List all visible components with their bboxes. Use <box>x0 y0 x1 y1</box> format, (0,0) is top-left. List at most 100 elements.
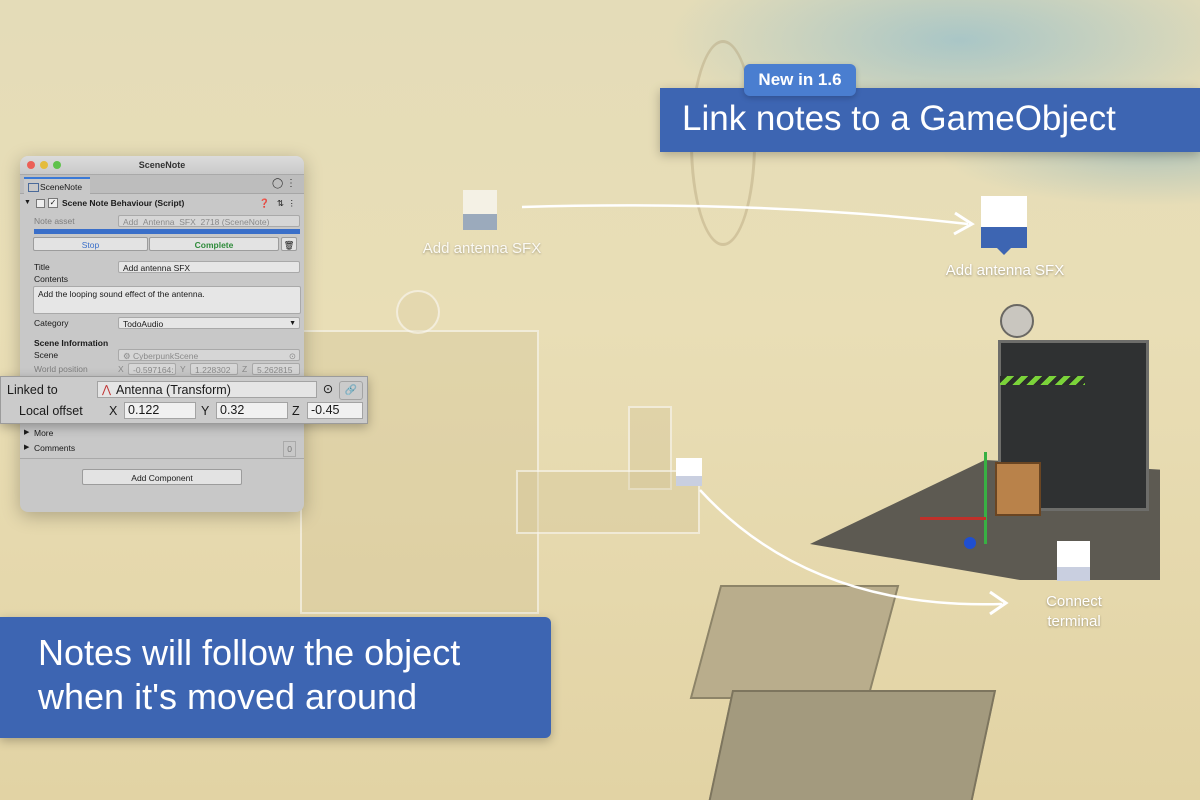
object-picker-icon[interactable]: ⊙ <box>322 382 334 396</box>
category-row: Category TodoAudio ▼ <box>20 316 304 330</box>
more-label: More <box>34 428 54 438</box>
arrow-top <box>521 204 969 226</box>
object-picker-icon[interactable]: ⊙ <box>288 351 296 361</box>
note-asset-field: Add_Antenna_SFX_2718 (SceneNote) <box>118 215 300 227</box>
progress-bar <box>34 229 300 234</box>
scene-label: Scene <box>34 350 59 360</box>
unity-scene-icon: ⚙ <box>123 351 133 361</box>
offset-y-label: Y <box>201 404 210 418</box>
chevron-down-icon: ▼ <box>289 320 296 327</box>
world-y-field: 1.228302 <box>190 363 238 375</box>
gizmo-y-axis <box>984 452 987 544</box>
kebab-menu-icon[interactable]: ⋮ <box>286 178 296 189</box>
arrow-top-head <box>953 211 975 236</box>
offset-z-input[interactable]: -0.45 <box>307 402 363 419</box>
close-button[interactable] <box>27 161 35 169</box>
more-foldout[interactable]: ▶ More <box>20 426 304 440</box>
contents-textarea[interactable]: Add the looping sound effect of the ante… <box>33 286 301 314</box>
ghost-dish <box>396 290 440 334</box>
caption-line-1: Notes will follow the object <box>38 632 461 673</box>
tower-stripe <box>1000 376 1085 385</box>
comments-label: Comments <box>34 443 76 453</box>
lock-icon[interactable]: ◯ <box>272 178 284 189</box>
inspector-window: SceneNote SceneNote ◯ ⋮ ▼ ✓ Scene Note B… <box>20 156 304 512</box>
tab-label: SceneNote <box>40 182 83 192</box>
minimize-button[interactable] <box>40 161 48 169</box>
note-label-terminal: Connect terminal <box>1014 592 1134 632</box>
category-label: Category <box>34 318 69 328</box>
tab-scenenote[interactable]: SceneNote <box>24 177 91 195</box>
unlink-button[interactable]: 🔗 <box>339 381 363 400</box>
linked-to-field[interactable]: ⋀ Antenna (Transform) <box>97 381 317 398</box>
component-title: Scene Note Behaviour (Script) <box>62 198 185 208</box>
note-progress-fill <box>676 476 702 486</box>
world-z-field: 5.262815 <box>252 363 300 375</box>
ghost-pillar <box>628 406 672 490</box>
note-label-ghost: Add antenna SFX <box>422 240 542 257</box>
title-label: Title <box>34 262 50 272</box>
progress-bar-fill <box>34 229 300 234</box>
note-asset-row: Note asset Add_Antenna_SFX_2718 (SceneNo… <box>20 214 304 228</box>
world-y-label: Y <box>180 364 186 374</box>
ghost-platform <box>516 470 700 534</box>
scene-row: Scene ⚙ CyberpunkScene ⊙ <box>20 348 304 362</box>
monitor-icon <box>28 183 39 192</box>
stop-button[interactable]: Stop <box>33 237 148 251</box>
note-asset-label: Note asset <box>34 216 75 226</box>
version-badge: New in 1.6 <box>744 64 856 96</box>
linked-object-panel: Linked to ⋀ Antenna (Transform) ⊙ 🔗 Loca… <box>0 376 368 424</box>
scene-info-heading: Scene Information <box>34 338 109 348</box>
complete-button[interactable]: Complete <box>149 237 279 251</box>
scene-value: CyberpunkScene <box>132 351 199 361</box>
note-marker-terminal[interactable] <box>1057 541 1090 581</box>
world-x-field: -0.597164: <box>128 363 176 375</box>
linked-to-label: Linked to <box>7 383 58 397</box>
headline-banner: Link notes to a GameObject <box>660 88 1200 152</box>
comments-count: 0 <box>283 441 296 457</box>
offset-x-input[interactable]: 0.122 <box>124 402 196 419</box>
window-titlebar: SceneNote <box>20 156 304 175</box>
local-offset-label: Local offset <box>19 404 83 418</box>
foldout-arrow-icon[interactable]: ▼ <box>24 199 31 206</box>
terminal-box <box>995 462 1041 516</box>
note-progress-fill <box>981 227 1027 248</box>
arrow-bottom-head <box>989 590 1009 616</box>
scene-info-heading-row: Scene Information <box>20 336 304 350</box>
note-marker-small[interactable] <box>676 458 702 486</box>
caption-banner: Notes will follow the object when it's m… <box>0 617 551 738</box>
world-position-label: World position <box>34 364 88 374</box>
window-title: SceneNote <box>138 160 186 170</box>
note-progress-fill <box>1057 567 1090 581</box>
comments-foldout[interactable]: ▶ Comments 0 <box>20 441 304 457</box>
foldout-arrow-icon: ▶ <box>24 444 30 451</box>
category-value: TodoAudio <box>123 319 164 329</box>
tab-options: ◯ ⋮ <box>272 178 296 189</box>
scene-field: ⚙ CyberpunkScene ⊙ <box>118 349 300 361</box>
title-row: Title Add antenna SFX <box>20 260 304 274</box>
note-marker-linked[interactable] <box>981 196 1027 248</box>
linked-to-value: Antenna (Transform) <box>116 383 231 397</box>
delete-button[interactable]: 🗑 <box>281 237 297 251</box>
arrow-bottom <box>699 489 1003 606</box>
zoom-button[interactable] <box>53 161 61 169</box>
offset-y-input[interactable]: 0.32 <box>216 402 288 419</box>
note-marker-ghost[interactable] <box>463 190 497 230</box>
offset-z-label: Z <box>292 404 300 418</box>
add-component-button[interactable]: Add Component <box>82 469 242 485</box>
contents-row: Contents <box>20 272 304 286</box>
world-z-label: Z <box>242 364 248 374</box>
world-x-label: X <box>118 364 124 374</box>
category-dropdown[interactable]: TodoAudio ▼ <box>118 317 300 329</box>
gizmo-z-handle <box>964 537 976 549</box>
note-label-linked: Add antenna SFX <box>945 262 1065 279</box>
help-icon[interactable]: ❓ <box>259 198 270 208</box>
component-menu-icon[interactable]: ⋮ <box>287 198 297 208</box>
transform-icon: ⋀ <box>102 384 112 396</box>
note-asset-value: Add_Antenna_SFX_2718 (SceneNote) <box>123 217 270 227</box>
title-input[interactable]: Add antenna SFX <box>118 261 300 273</box>
note-progress-fill <box>463 214 497 230</box>
note-pointer <box>997 248 1011 255</box>
enabled-checkbox[interactable]: ✓ <box>48 198 58 208</box>
component-header[interactable]: ▼ ✓ Scene Note Behaviour (Script) ❓ ⇅ ⋮ <box>20 196 304 210</box>
preset-icon[interactable]: ⇅ <box>276 198 284 208</box>
